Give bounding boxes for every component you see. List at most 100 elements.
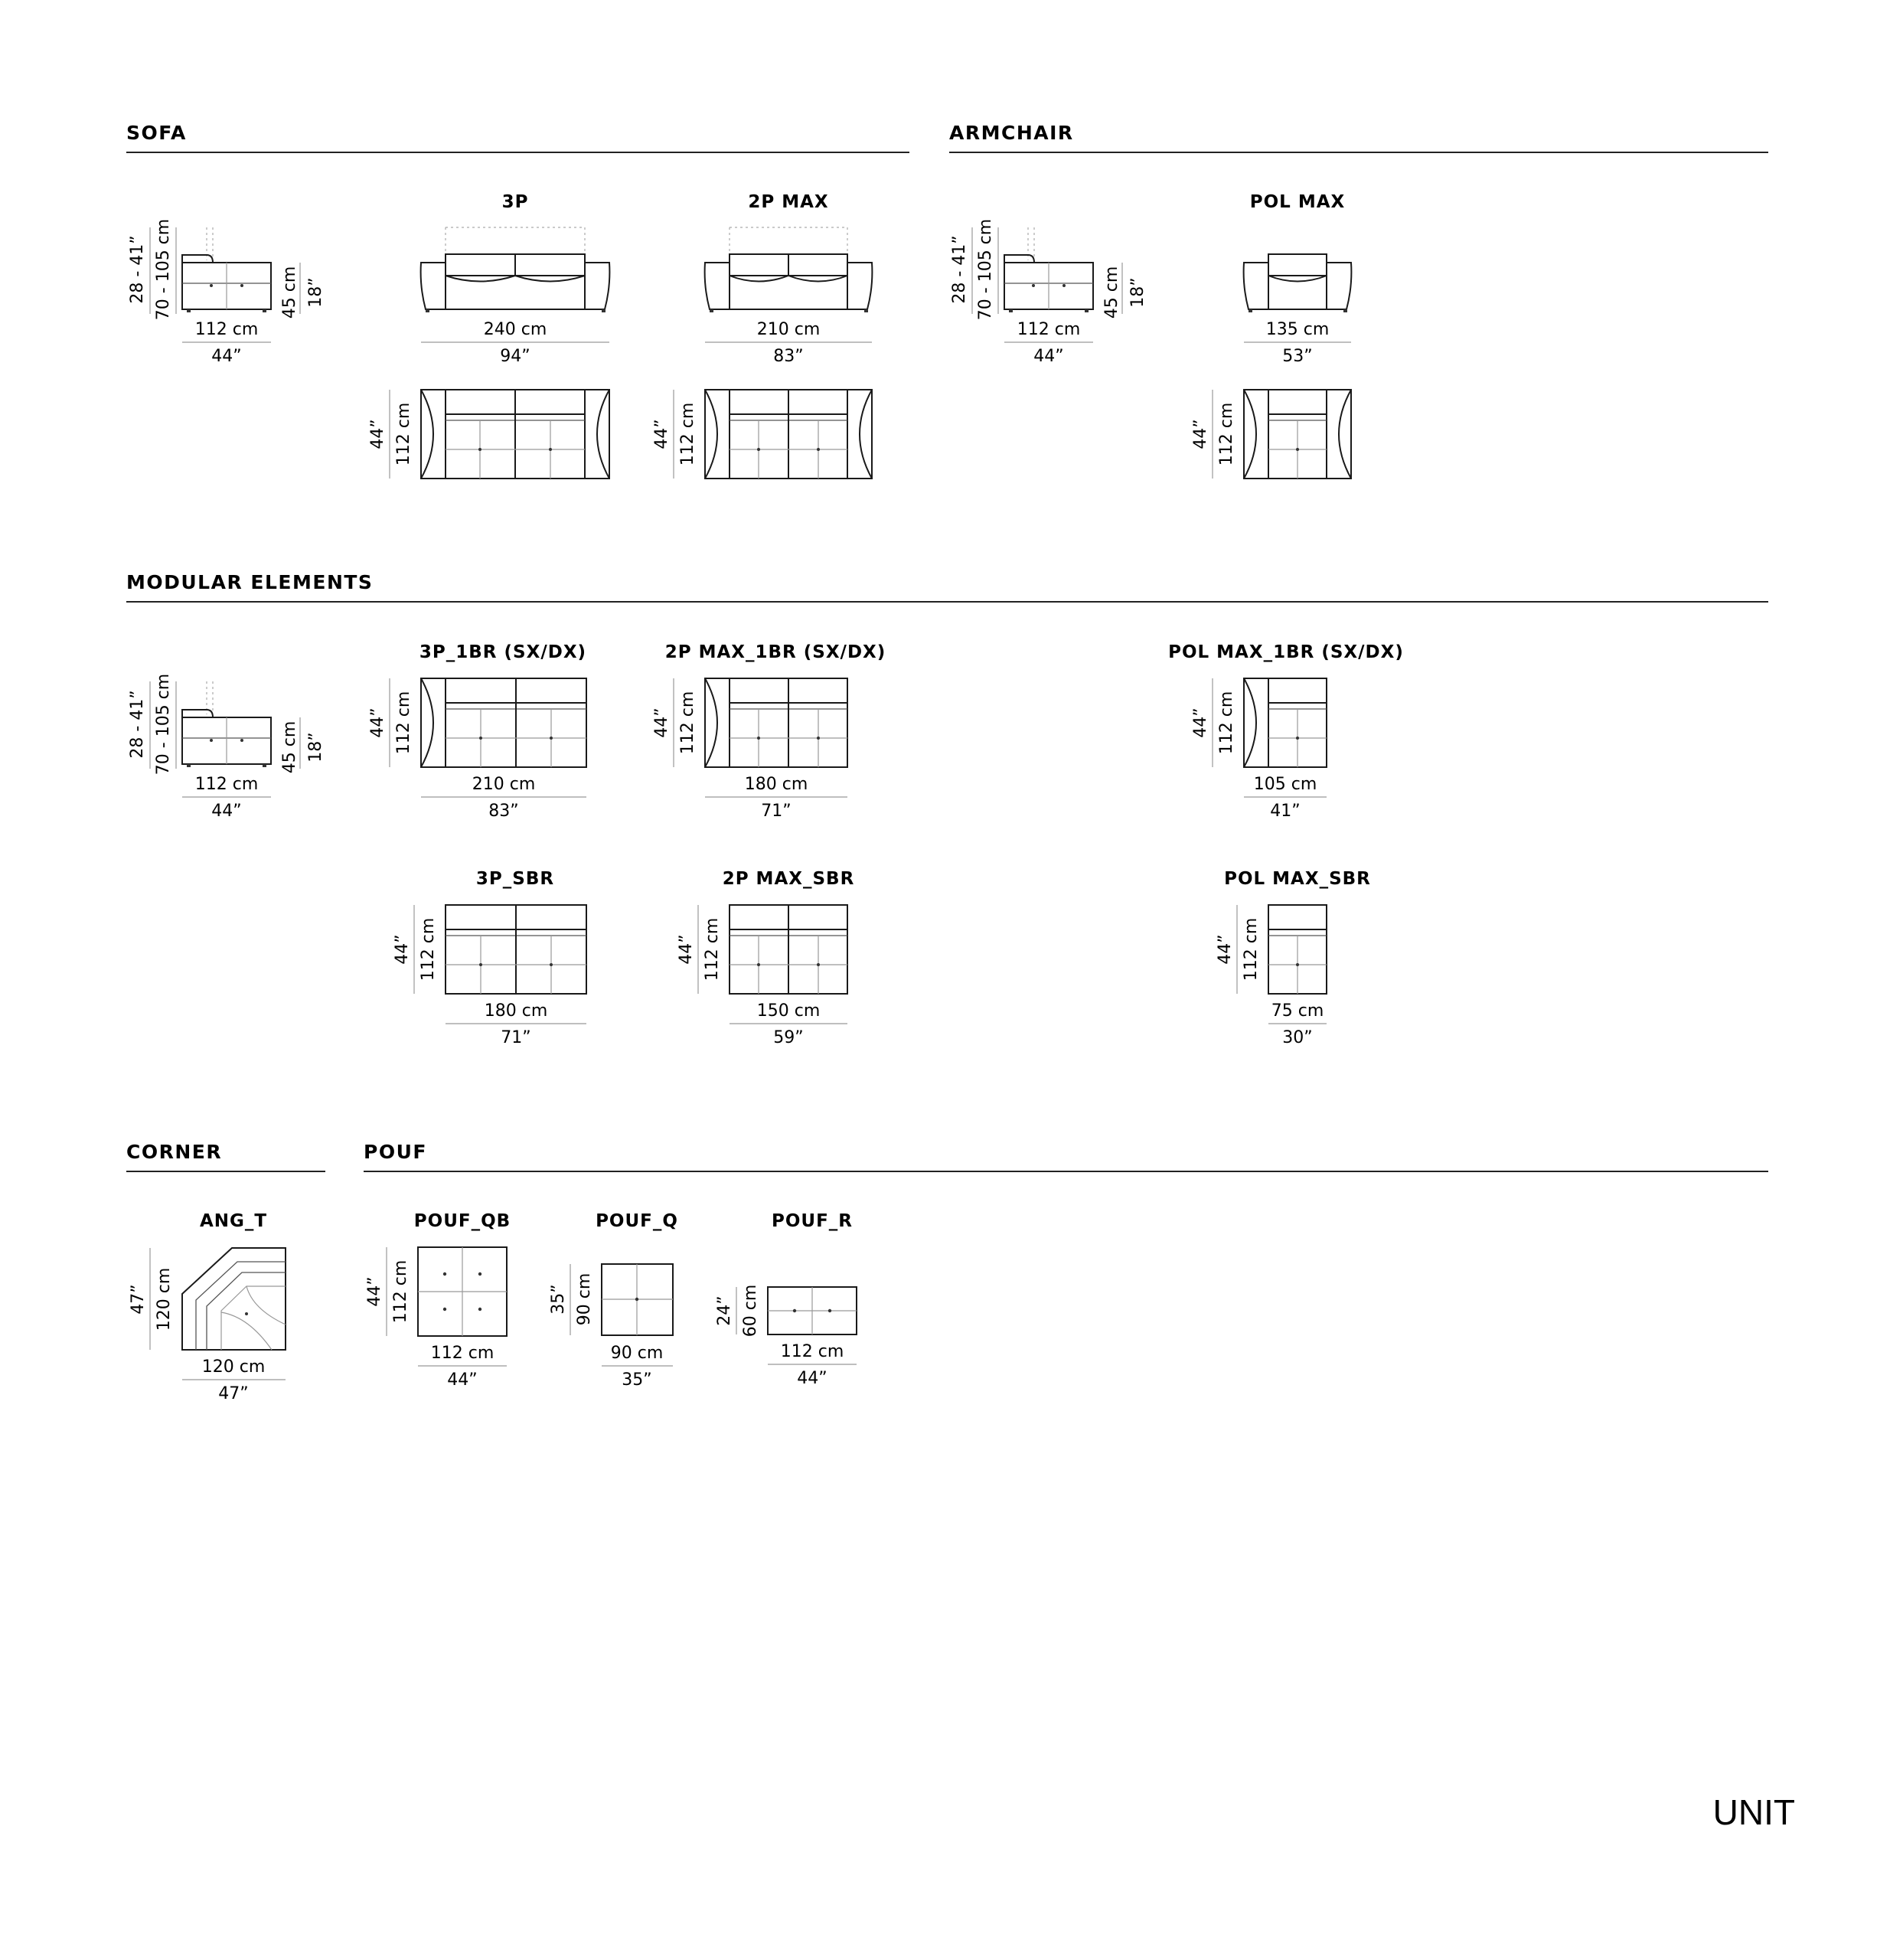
model-poufr-label: POUF_R [772,1211,853,1231]
model-3psbr-plan-view [413,904,587,995]
model-polmax-label: POL MAX [1250,192,1346,212]
model-2pmaxsbr-width-in: 59” [773,1028,803,1047]
section-corner: CORNER [126,1141,222,1163]
model-polmax-depth-cm: 112 cm [1217,403,1236,466]
model-poufq-plan-view [570,1263,674,1336]
model-poufr-width-cm: 112 cm [781,1342,844,1361]
model-polmaxsbr-depth-cm: 112 cm [1242,918,1261,982]
model-polmax1br-depth-cm: 112 cm [1217,691,1236,755]
armchair-seat-in: 18” [1128,277,1147,307]
model-polmaxsbr-width-cm: 75 cm [1271,1001,1324,1021]
modular-seat-cm: 45 cm [280,721,299,774]
model-3p-width-cm: 240 cm [484,320,547,339]
model-2pmax1br-width-cm: 180 cm [745,775,808,794]
model-poufq-width-in: 35” [622,1370,651,1390]
model-2pmax-label: 2P MAX [748,192,828,212]
model-2pmax1br-plan-view [673,678,848,768]
model-poufq-depth-in: 35” [549,1284,568,1314]
model-polmax-front-view [1242,253,1353,312]
model-angt-depth-cm: 120 cm [155,1268,174,1331]
modular-side-view [149,681,301,769]
sofa-height-cm: 70 - 105 cm [154,219,173,320]
model-3psbr-label: 3P_SBR [476,869,554,889]
sofa-depth-cm: 112 cm [195,320,259,339]
model-polmaxsbr-label: POL MAX_SBR [1224,869,1371,889]
model-2pmax1br-label: 2P MAX_1BR (SX/DX) [665,642,886,662]
brand-name: UNIT [1713,1792,1795,1832]
modular-seat-in: 18” [306,732,325,762]
model-2pmaxsbr-depth-in: 44” [677,934,696,964]
model-3p1br-width-cm: 210 cm [472,775,536,794]
model-3p-front-view [419,227,611,312]
model-3p1br-depth-in: 44” [368,707,387,737]
model-2pmax-depth-in: 44” [652,419,671,449]
model-polmaxsbr-width-in: 30” [1282,1028,1312,1047]
section-armchair: ARMCHAIR [949,122,1074,144]
model-polmax1br-width-cm: 105 cm [1254,775,1317,794]
model-poufq-depth-cm: 90 cm [575,1273,594,1326]
model-2pmaxsbr-label: 2P MAX_SBR [723,869,855,889]
model-poufqb-depth-in: 44” [365,1276,384,1306]
armchair-depth-in: 44” [1033,347,1063,366]
model-polmax1br-width-in: 41” [1270,802,1300,821]
model-poufqb-width-cm: 112 cm [431,1344,495,1363]
sofa-seat-cm: 45 cm [280,266,299,319]
model-2pmax-width-in: 83” [773,347,803,366]
model-2pmaxsbr-width-cm: 150 cm [757,1001,821,1021]
model-3p-depth-in: 44” [368,419,387,449]
model-poufqb-width-in: 44” [447,1370,477,1390]
model-3p1br-width-in: 83” [488,802,518,821]
armchair-height-in: 28 - 41” [950,235,969,303]
model-poufqb-depth-cm: 112 cm [391,1260,410,1324]
model-angt-width-cm: 120 cm [202,1357,266,1377]
sofa-height-in: 28 - 41” [128,235,147,303]
section-modular: MODULAR ELEMENTS [126,571,373,593]
model-2pmax-depth-cm: 112 cm [678,403,697,466]
modular-height-in: 28 - 41” [128,690,147,758]
modular-depth-in: 44” [211,802,241,821]
model-poufr-depth-cm: 60 cm [741,1285,760,1338]
model-polmax-depth-in: 44” [1191,419,1210,449]
model-angt-depth-in: 47” [129,1284,148,1314]
model-poufq-width-cm: 90 cm [611,1344,664,1363]
armchair-depth-cm: 112 cm [1017,320,1081,339]
model-3p1br-label: 3P_1BR (SX/DX) [419,642,586,662]
model-3p1br-plan-view [389,678,587,768]
modular-depth-cm: 112 cm [195,775,259,794]
model-polmax1br-plan-view [1212,678,1327,768]
model-2pmax1br-width-in: 71” [761,802,791,821]
model-3p-label: 3P [502,192,529,212]
model-2pmax-plan-view [673,389,873,479]
model-2pmax1br-depth-cm: 112 cm [678,691,697,755]
model-2pmax-front-view [703,227,873,312]
model-poufr-depth-in: 24” [715,1295,734,1325]
model-3psbr-depth-cm: 112 cm [419,918,438,982]
model-polmax-width-in: 53” [1282,347,1312,366]
model-polmax1br-depth-in: 44” [1191,707,1210,737]
model-poufqb-label: POUF_QB [414,1211,511,1231]
armchair-height-cm: 70 - 105 cm [976,219,995,320]
section-sofa: SOFA [126,122,187,144]
sofa-depth-in: 44” [211,347,241,366]
section-pouf: POUF [364,1141,427,1163]
model-poufr-width-in: 44” [797,1369,827,1388]
model-angt-plan-view [149,1247,286,1351]
model-2pmaxsbr-plan-view [697,904,848,995]
model-angt-label: ANG_T [200,1211,267,1231]
modular-height-cm: 70 - 105 cm [154,674,173,775]
model-polmax-plan-view [1212,389,1352,479]
model-3psbr-depth-in: 44” [393,934,412,964]
model-poufr-plan-view [736,1286,857,1335]
model-polmax1br-label: POL MAX_1BR (SX/DX) [1168,642,1404,662]
model-3psbr-width-cm: 180 cm [485,1001,548,1021]
armchair-side-view [971,227,1123,314]
model-2pmax1br-depth-in: 44” [652,707,671,737]
model-3psbr-width-in: 71” [501,1028,530,1047]
model-3p-width-in: 94” [500,347,530,366]
model-polmaxsbr-plan-view [1236,904,1327,995]
model-3p-plan-view [389,389,610,479]
model-3p-depth-cm: 112 cm [394,403,413,466]
sofa-side-view [149,227,301,314]
model-3p1br-depth-cm: 112 cm [394,691,413,755]
model-polmax-width-cm: 135 cm [1266,320,1330,339]
